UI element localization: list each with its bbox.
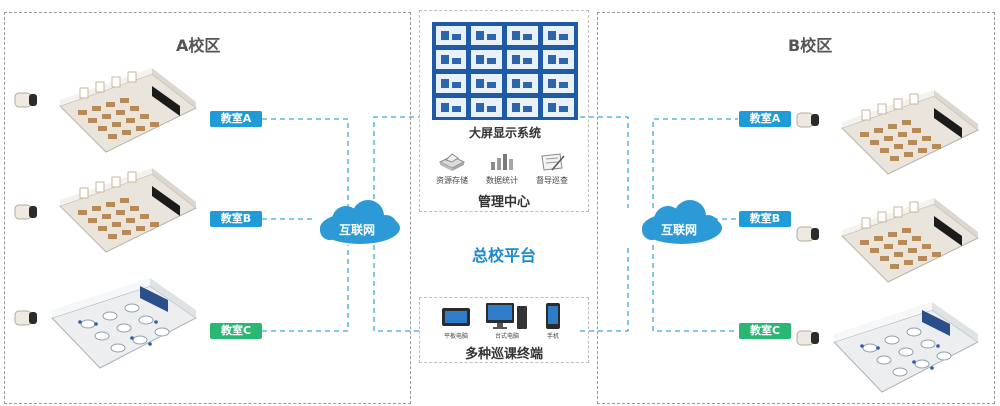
cloud-label: 互联网 — [660, 223, 697, 237]
desktop-label: 台式电脑 — [494, 333, 519, 340]
classroom-c-illustration — [833, 302, 979, 393]
link-b-cloud-management — [580, 116, 629, 208]
terminals-title: 多种巡课终端 — [464, 347, 543, 362]
classroom-b-illustration — [841, 198, 979, 283]
internet-cloud-icon — [320, 200, 400, 244]
terminals-box — [419, 297, 589, 363]
storage-icon — [438, 153, 466, 171]
tag-classroom-b: 教室B — [210, 211, 262, 227]
tablet-icon — [442, 308, 470, 326]
link-a-cloud-terminals — [373, 245, 420, 332]
inspection-label: 督导巡查 — [536, 176, 568, 185]
desktop-computer-icon — [486, 303, 527, 329]
statistics-label: 数据统计 — [486, 176, 518, 185]
inspection-icon — [541, 153, 565, 171]
camera-icon — [796, 330, 819, 346]
camera-icon — [14, 310, 37, 326]
screen-caption: 大屏显示系统 — [468, 126, 541, 140]
campus-a-box — [4, 12, 411, 404]
internet-cloud-icon — [642, 200, 722, 244]
classroom-a-illustration — [841, 90, 979, 175]
platform-title: 总校平台 — [471, 246, 536, 265]
management-center-box — [419, 10, 589, 212]
camera-icon — [14, 204, 37, 220]
link-a-classroom-c — [262, 245, 349, 332]
tag-classroom-c: 教室C — [210, 323, 262, 339]
camera-icon — [796, 226, 819, 242]
tag-classroom-a: 教室A — [210, 111, 262, 127]
storage-label: 资源存储 — [436, 176, 468, 185]
classroom-a-illustration — [59, 68, 197, 153]
tablet-label: 平板电脑 — [443, 333, 468, 340]
camera-icon — [796, 112, 819, 128]
tag-classroom-a: 教室A — [739, 111, 791, 127]
link-a-classroom-a — [262, 118, 349, 208]
classroom-c-illustration — [51, 278, 197, 369]
classroom-b-illustration — [59, 168, 197, 253]
link-b-cloud-terminals — [580, 245, 629, 332]
link-b-classroom-c — [652, 245, 738, 332]
management-title: 管理中心 — [477, 195, 530, 210]
campus-b-box — [597, 12, 995, 404]
tag-classroom-c: 教室C — [739, 323, 791, 339]
statistics-icon — [491, 154, 513, 170]
cloud-label: 互联网 — [338, 223, 375, 237]
video-wall-screen — [432, 22, 578, 120]
link-a-cloud-management — [373, 116, 420, 208]
campus-b-title: B校区 — [788, 36, 833, 55]
mobile-phone-icon — [546, 303, 560, 329]
link-b-classroom-a — [652, 118, 738, 208]
tag-classroom-b: 教室B — [739, 211, 791, 227]
camera-icon — [14, 92, 37, 108]
campus-a-title: A校区 — [176, 36, 221, 55]
phone-label: 手机 — [546, 333, 559, 340]
